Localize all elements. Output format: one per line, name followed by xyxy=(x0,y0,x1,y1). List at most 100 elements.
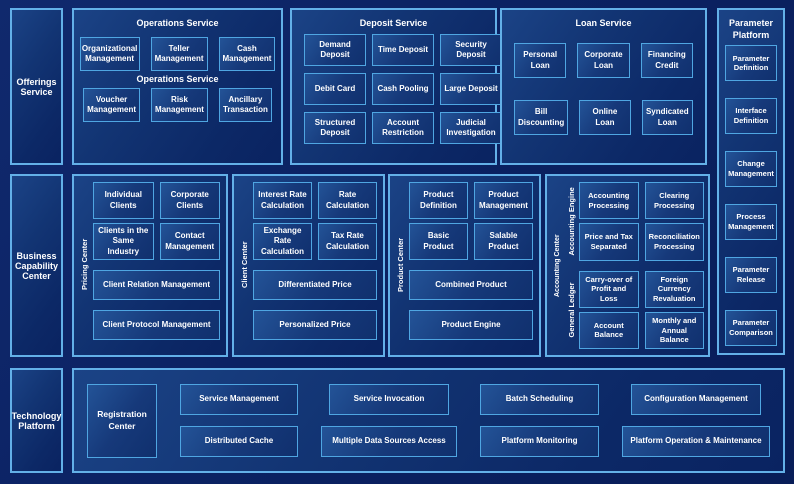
pricing-center-panel: Pricing Center Individual Clients Corpor… xyxy=(72,174,228,357)
box-parameter-release: Parameter Release xyxy=(725,257,777,294)
box-exchange-rate-calculation: Exchange Rate Calculation xyxy=(253,223,312,260)
operations-service-subtitle: Operations Service xyxy=(136,74,219,84)
offerings-service-panel: Offerings Service xyxy=(10,8,63,165)
tech-column-4: Configuration Management Platform Operat… xyxy=(622,384,770,457)
box-basic-product: Basic Product xyxy=(409,223,468,260)
box-personalized-price: Personalized Price xyxy=(253,310,377,340)
box-monthly-annual-balance: Monthly and Annual Balance xyxy=(644,311,704,349)
box-change-management: Change Management xyxy=(725,151,777,188)
offerings-service-label: Offerings Service xyxy=(16,76,57,97)
box-clients-same-industry: Clients in the Same Industry xyxy=(93,223,154,260)
parameter-platform-panel: Parameter Platform Parameter Definition … xyxy=(717,8,785,355)
box-financing-credit: Financing Credit xyxy=(640,43,693,78)
box-parameter-comparison: Parameter Comparison xyxy=(725,309,777,346)
box-cash-pooling: Cash Pooling xyxy=(372,73,434,105)
loan-row-1: Personal Loan Corporate Loan Financing C… xyxy=(514,43,693,78)
deposit-grid: Demand Deposit Time Deposit Security Dep… xyxy=(304,34,502,144)
box-product-definition: Product Definition xyxy=(409,182,468,219)
client-center-panel: Client Center Interest Rate Calculation … xyxy=(232,174,385,357)
box-risk-management: Risk Management xyxy=(151,88,208,122)
box-accounting-processing: Accounting Processing xyxy=(579,182,639,220)
box-demand-deposit: Demand Deposit xyxy=(304,34,366,66)
box-online-loan: Online Loan xyxy=(579,100,631,135)
business-capability-center-label: Business Capability Center xyxy=(15,250,59,281)
accounting-sections: Accounting Engine Accounting Processing … xyxy=(564,182,704,349)
accounting-engine-label: Accounting Engine xyxy=(567,187,576,256)
box-judicial-investigation: Judicial Investigation xyxy=(440,112,502,144)
accounting-center-label: Accounting Center xyxy=(554,234,561,297)
box-cash-management: Cash Management xyxy=(218,37,276,71)
product-center-label: Product Center xyxy=(396,237,405,292)
box-platform-monitoring: Platform Monitoring xyxy=(480,426,599,457)
loan-row-2: Bill Discounting Online Loan Syndicated … xyxy=(514,100,693,135)
technology-platform-label: Technology Platform xyxy=(11,410,62,431)
box-product-management: Product Management xyxy=(474,182,533,219)
box-large-deposit: Large Deposit xyxy=(440,73,502,105)
accounting-engine-section: Accounting Engine Accounting Processing … xyxy=(564,182,704,261)
box-corporate-loan: Corporate Loan xyxy=(577,43,630,78)
box-account-balance: Account Balance xyxy=(579,311,639,349)
client-center-grid: Interest Rate Calculation Rate Calculati… xyxy=(253,182,377,260)
box-corporate-clients: Corporate Clients xyxy=(159,182,220,219)
box-voucher-management: Voucher Management xyxy=(83,88,141,122)
operations-service-panel: Operations Service Organizational Manage… xyxy=(72,8,283,165)
tech-column-1: Service Management Distributed Cache xyxy=(180,384,298,457)
technology-platform-panel: Technology Platform xyxy=(10,368,63,473)
pricing-center-content: Individual Clients Corporate Clients Cli… xyxy=(93,182,220,347)
box-client-protocol-management: Client Protocol Management xyxy=(93,310,220,340)
deposit-service-panel: Deposit Service Demand Deposit Time Depo… xyxy=(290,8,502,165)
box-interface-definition: Interface Definition xyxy=(725,98,777,135)
business-capability-center-panel: Business Capability Center xyxy=(10,174,63,357)
parameter-stack: Parameter Definition Interface Definitio… xyxy=(725,45,777,346)
box-time-deposit: Time Deposit xyxy=(372,34,434,66)
box-syndicated-loan: Syndicated Loan xyxy=(641,100,693,135)
accounting-engine-grid: Accounting Processing Clearing Processin… xyxy=(579,182,704,261)
loan-service-panel: Loan Service Personal Loan Corporate Loa… xyxy=(500,8,707,165)
box-price-tax-separated: Price and Tax Separated xyxy=(579,223,639,261)
loan-service-title: Loan Service xyxy=(575,18,632,28)
general-ledger-label: General Ledger xyxy=(567,282,576,338)
product-center-grid: Product Definition Product Management Ba… xyxy=(409,182,533,260)
general-ledger-grid: Carry-over of Profit and Loss Foreign Cu… xyxy=(579,270,704,349)
box-parameter-definition: Parameter Definition xyxy=(725,45,777,82)
box-individual-clients: Individual Clients xyxy=(93,182,154,219)
box-client-relation-management: Client Relation Management xyxy=(93,270,220,300)
client-center-label: Client Center xyxy=(240,241,249,288)
box-differentiated-price: Differentiated Price xyxy=(253,270,377,300)
box-organizational-management: Organizational Management xyxy=(79,37,140,71)
operations-service-title: Operations Service xyxy=(136,18,219,28)
box-debit-card: Debit Card xyxy=(304,73,366,105)
box-carry-over-profit-loss: Carry-over of Profit and Loss xyxy=(579,270,639,308)
box-batch-scheduling: Batch Scheduling xyxy=(480,384,599,415)
box-combined-product: Combined Product xyxy=(409,270,533,300)
box-ancillary-transaction: Ancillary Transaction xyxy=(218,88,272,122)
box-rate-calculation: Rate Calculation xyxy=(318,182,377,219)
box-process-management: Process Management xyxy=(725,204,777,241)
box-service-management: Service Management xyxy=(180,384,298,415)
product-center-content: Product Definition Product Management Ba… xyxy=(409,182,533,347)
box-bill-discounting: Bill Discounting xyxy=(514,100,569,135)
box-platform-operation-maintenance: Platform Operation & Maintenance xyxy=(622,426,770,457)
accounting-center-panel: Accounting Center Accounting Engine Acco… xyxy=(545,174,710,357)
box-security-deposit: Security Deposit xyxy=(440,34,502,66)
pricing-center-grid: Individual Clients Corporate Clients Cli… xyxy=(93,182,220,260)
box-service-invocation: Service Invocation xyxy=(329,384,449,415)
general-ledger-section: General Ledger Carry-over of Profit and … xyxy=(564,270,704,349)
client-center-content: Interest Rate Calculation Rate Calculati… xyxy=(253,182,377,347)
box-teller-management: Teller Management xyxy=(150,37,208,71)
pricing-center-label: Pricing Center xyxy=(80,238,89,291)
box-multiple-data-sources-access: Multiple Data Sources Access xyxy=(321,426,457,457)
box-salable-product: Salable Product xyxy=(474,223,533,260)
parameter-platform-title: Parameter Platform xyxy=(728,18,774,41)
box-interest-rate-calculation: Interest Rate Calculation xyxy=(253,182,312,219)
operations-row-2: Voucher Management Risk Management Ancil… xyxy=(83,88,272,122)
box-tax-rate-calculation: Tax Rate Calculation xyxy=(318,223,377,260)
box-foreign-currency-revaluation: Foreign Currency Revaluation xyxy=(644,270,704,308)
tech-column-2: Service Invocation Multiple Data Sources… xyxy=(321,384,457,457)
box-configuration-management: Configuration Management xyxy=(631,384,761,415)
operations-row-1: Organizational Management Teller Managem… xyxy=(79,37,276,71)
box-registration-center: Registration Center xyxy=(87,383,157,458)
box-reconciliation-processing: Reconciliation Processing xyxy=(644,223,704,261)
box-contact-management: Contact Management xyxy=(159,223,220,260)
box-structured-deposit: Structured Deposit xyxy=(304,112,366,144)
